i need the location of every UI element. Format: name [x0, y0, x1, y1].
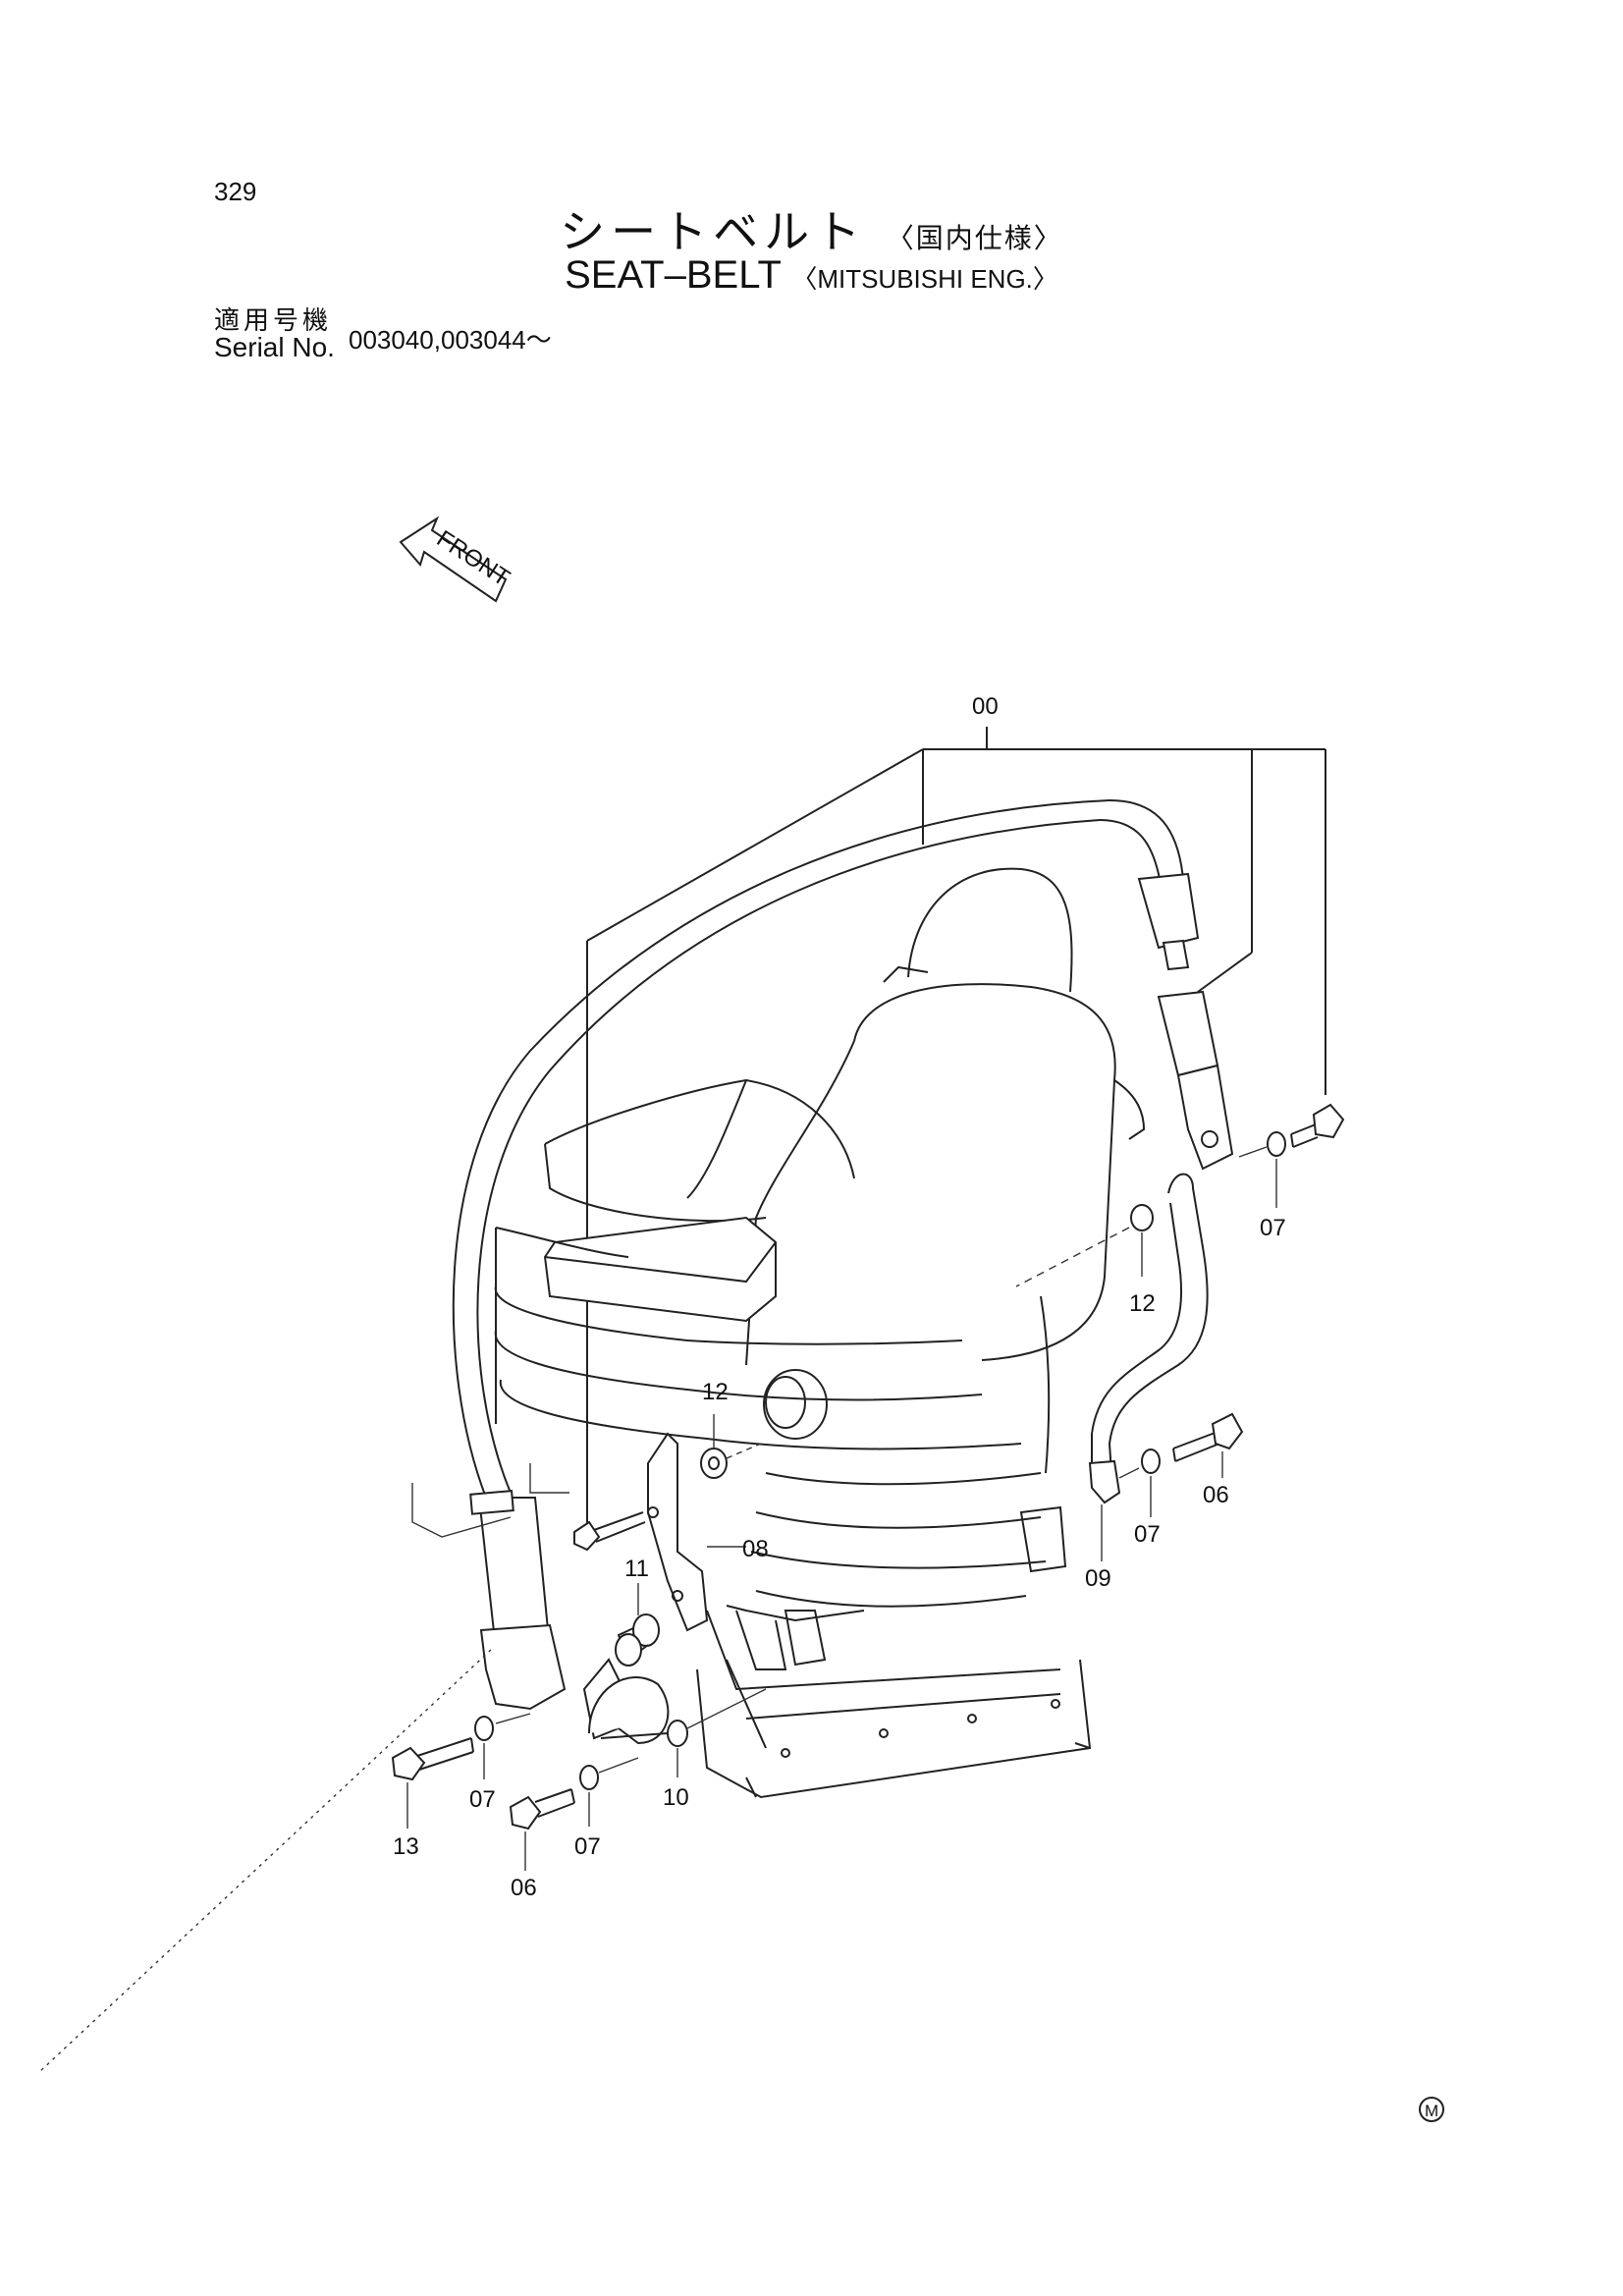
m-mark-label: M [1425, 2102, 1438, 2120]
serial-label-en: Serial No. [214, 332, 335, 362]
part-11-spacer [615, 1583, 660, 1667]
shoulder-belt [452, 799, 1184, 1711]
part-09-strap [1088, 1173, 1209, 1561]
part-07-washer-lower-left [474, 1713, 531, 1779]
callout-00: 00 [972, 693, 999, 720]
belt-tongue [1137, 872, 1200, 971]
m-mark-icon: M [1419, 2097, 1444, 2122]
callout-06-right: 06 [1203, 1482, 1229, 1508]
callout-13: 13 [393, 1833, 419, 1860]
callout-10: 10 [663, 1784, 689, 1811]
belt-buckle [1157, 990, 1234, 1171]
bolt-06-right [1172, 1412, 1244, 1478]
bolt-08 [573, 1511, 646, 1552]
title-jp-text: シートベルト [560, 205, 867, 258]
serial-label-jp: 適用号機 [214, 306, 333, 336]
part-07-washer-lower-mid [579, 1757, 639, 1827]
callout-06-lower: 06 [511, 1875, 537, 1901]
lower-belt-anchor [582, 1658, 767, 1777]
front-label: FRONT [432, 525, 514, 592]
title-japanese: シートベルト 〈国内仕様〉 [0, 196, 1623, 261]
title-jp-spec: 〈国内仕様〉 [886, 222, 1063, 254]
seat [494, 867, 1146, 1799]
bolt-06-lower [509, 1788, 575, 1871]
callout-07-right-top: 07 [1260, 1215, 1286, 1241]
callout-11: 11 [624, 1556, 649, 1582]
callout-07-lower-left: 07 [469, 1786, 496, 1813]
part-07-washer-right-top [1238, 1131, 1286, 1208]
title-en-spec: 〈MITSUBISHI ENG.〉 [791, 264, 1058, 294]
callout-00-bracket [586, 727, 1326, 1527]
callout-12-left: 12 [702, 1379, 729, 1405]
callout-09: 09 [1085, 1565, 1111, 1592]
page-number: 329 [214, 177, 257, 206]
title-english: SEAT–BELT 〈MITSUBISHI ENG.〉 [0, 253, 1623, 298]
part-07-washer-right-mid [1141, 1449, 1161, 1517]
front-arrow-icon: FRONT [399, 516, 514, 603]
part-12-washer-right [1015, 1204, 1154, 1287]
callout-07-lower-mid: 07 [574, 1833, 601, 1860]
serial-value: 003040,003044～ [349, 325, 552, 355]
callout-08: 08 [742, 1536, 769, 1562]
bolt-00-right [1290, 1103, 1345, 1148]
bolt-13 [391, 1737, 474, 1829]
part-12-washer [700, 1414, 762, 1479]
callout-12-right: 12 [1129, 1290, 1156, 1317]
part-08-bracket [647, 1432, 746, 1632]
callout-07-right-mid: 07 [1134, 1521, 1161, 1548]
title-en-text: SEAT–BELT [565, 253, 782, 297]
